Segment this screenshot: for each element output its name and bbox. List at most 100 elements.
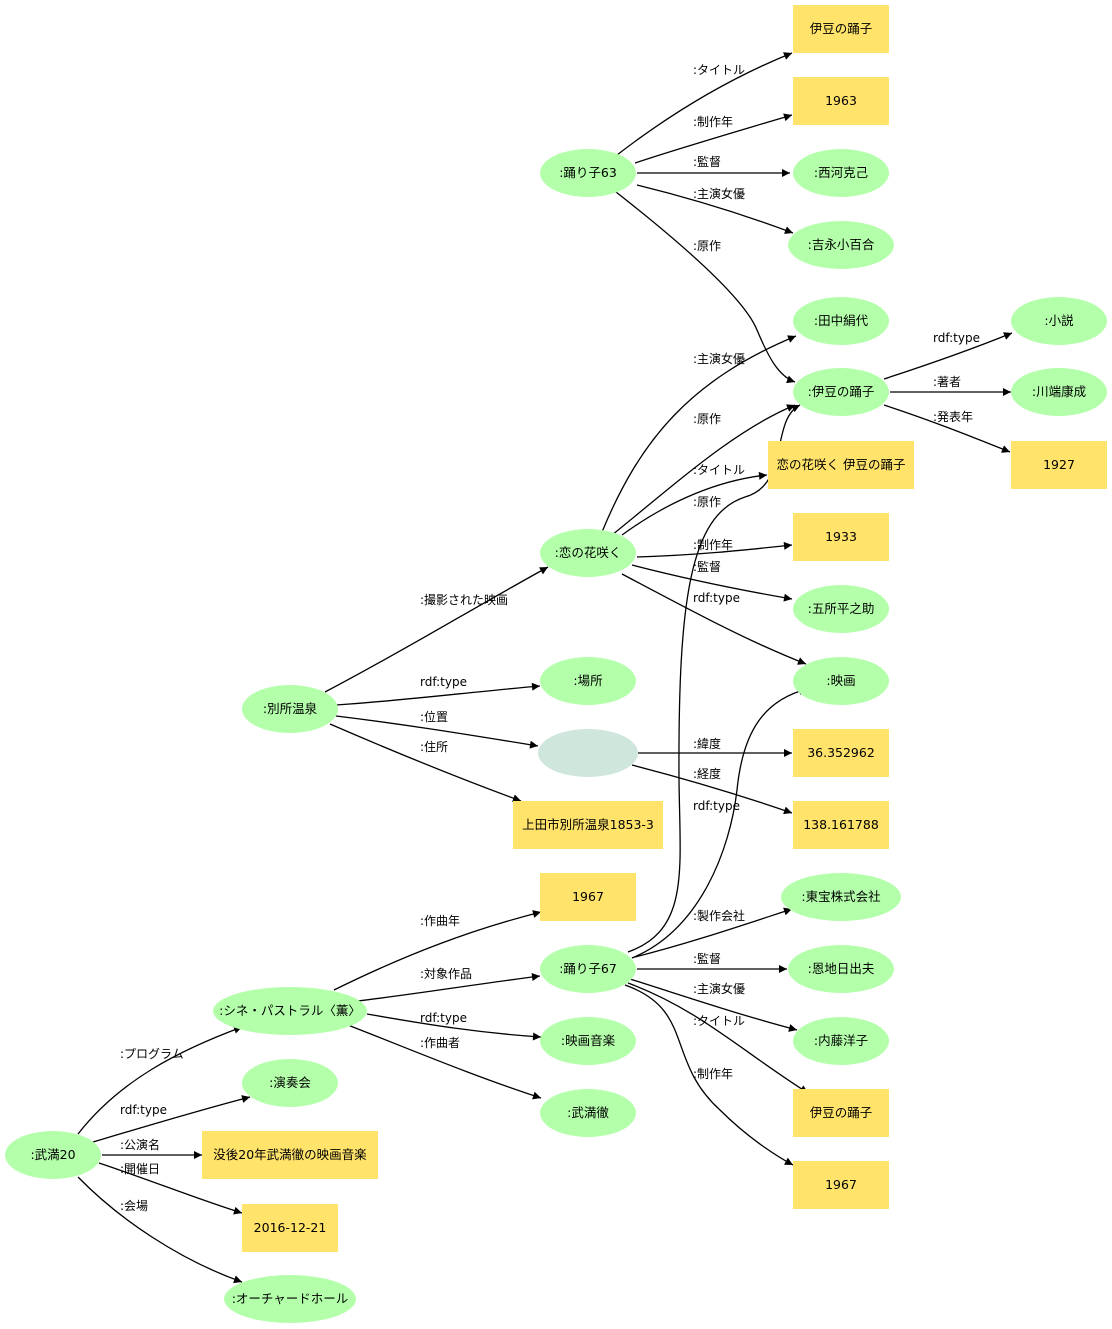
- edge: :経度: [631, 764, 793, 815]
- edge: :会場: [77, 1176, 243, 1284]
- edge: :制作年: [636, 538, 793, 558]
- node-label: :恩地日出夫: [808, 961, 875, 976]
- edge: :開催日: [98, 1162, 243, 1215]
- edge-label: :原作: [693, 412, 721, 426]
- edge: rdf:type: [631, 687, 808, 959]
- edge-label: :監督: [693, 154, 721, 169]
- edge-line: [615, 191, 796, 384]
- resource-ellipse: [788, 221, 894, 269]
- node-label: 138.161788: [803, 817, 879, 832]
- nodes-layer: :踊り子63伊豆の踊子1963:西河克己:吉永小百合:田中絹代:伊豆の踊子:小説…: [5, 5, 1107, 1323]
- edge-line: [333, 910, 542, 991]
- node-label: :別所温泉: [263, 701, 318, 716]
- edge-label: rdf:type: [420, 1011, 467, 1025]
- edge: :原作: [615, 191, 796, 384]
- edge-line: [611, 404, 796, 536]
- edge: :監督: [637, 154, 790, 177]
- literal-box: [768, 441, 914, 489]
- edge: rdf:type: [366, 1011, 542, 1041]
- node-gosho: :五所平之助: [793, 585, 889, 633]
- edge: :製作会社: [634, 907, 793, 958]
- edge: :監督: [631, 559, 793, 602]
- literal-box: [793, 77, 889, 125]
- node-lon: 138.161788: [793, 801, 889, 849]
- literal-box: [242, 1204, 338, 1252]
- node-onchi: :恩地日出夫: [788, 945, 894, 993]
- node-yoshinaga: :吉永小百合: [788, 221, 894, 269]
- node-izu_title67: 伊豆の踊子: [793, 1089, 889, 1137]
- edge-line: [77, 1176, 243, 1284]
- node-label: :伊豆の踊子: [808, 384, 875, 399]
- edge-line: [92, 1095, 251, 1143]
- node-koinohana_title: 恋の花咲く 伊豆の踊子: [768, 441, 914, 489]
- node-label: :川端康成: [1032, 384, 1086, 399]
- edge-label: :主演女優: [693, 351, 745, 366]
- edge-label: :著者: [933, 375, 961, 389]
- edge: :撮影された映画: [324, 566, 549, 693]
- edge-label: :作曲年: [420, 914, 460, 928]
- node-y1967a: 1967: [540, 873, 636, 921]
- node-takemitsu20: :武満20: [5, 1131, 101, 1179]
- edge-label: :制作年: [693, 115, 733, 129]
- node-label: :五所平之助: [808, 601, 875, 616]
- literal-box: [202, 1131, 378, 1179]
- resource-ellipse: [1011, 297, 1107, 345]
- edge: :住所: [329, 723, 522, 803]
- node-eigaongaku: :映画音楽: [540, 1017, 636, 1065]
- node-izu: :伊豆の踊子: [793, 368, 889, 416]
- node-y1927: 1927: [1011, 441, 1107, 489]
- node-label: :映画音楽: [561, 1033, 616, 1048]
- node-label: :踊り子63: [559, 165, 617, 180]
- edge-label: :原作: [693, 239, 721, 253]
- node-label: 恋の花咲く 伊豆の踊子: [777, 457, 906, 472]
- node-label: :踊り子67: [559, 961, 617, 976]
- edge-label: :開催日: [120, 1162, 160, 1176]
- node-label: 36.352962: [807, 745, 875, 760]
- edge-label: :緯度: [693, 736, 721, 751]
- edge: rdf:type: [883, 331, 1013, 380]
- edge-label: rdf:type: [693, 799, 740, 813]
- edge-label: :監督: [693, 559, 721, 574]
- edge: rdf:type: [92, 1095, 251, 1143]
- edge-line: [616, 52, 793, 156]
- literal-box: [793, 801, 889, 849]
- edge-line: [601, 335, 797, 533]
- node-label: :オーチャードホール: [232, 1291, 349, 1306]
- edge: :タイトル: [621, 463, 768, 536]
- node-address: 上田市別所温泉1853-3: [513, 801, 663, 849]
- node-label: 1927: [1043, 457, 1075, 472]
- node-label: :場所: [573, 673, 602, 688]
- node-label: 伊豆の踊子: [810, 21, 873, 36]
- edge-line: [624, 984, 794, 1166]
- edge-line: [636, 184, 794, 234]
- edge-line: [335, 682, 541, 706]
- node-label: :演奏会: [269, 1075, 311, 1090]
- node-bessho: :別所温泉: [242, 685, 338, 733]
- node-kawabata: :川端康成: [1011, 368, 1107, 416]
- edge-label: :製作会社: [693, 908, 745, 923]
- edge: :タイトル: [616, 52, 793, 156]
- literal-box: [793, 5, 889, 53]
- node-label: 2016-12-21: [254, 1220, 327, 1235]
- edge-label: :発表年: [933, 410, 973, 424]
- node-y1967b: 1967: [793, 1161, 889, 1209]
- edge-label: :主演女優: [693, 981, 745, 996]
- node-label: :武満20: [30, 1147, 75, 1162]
- node-label: 伊豆の踊子: [810, 1105, 873, 1120]
- edge: rdf:type: [621, 573, 807, 665]
- edge-label: :会場: [120, 1199, 148, 1213]
- node-label: :恋の花咲く: [555, 545, 622, 560]
- node-label: :シネ・パストラル〈薫〉: [219, 1003, 361, 1018]
- node-blank: [538, 729, 638, 777]
- edge-label: :タイトル: [693, 463, 745, 477]
- edge: :作曲年: [333, 910, 542, 991]
- edge: :対象作品: [356, 967, 541, 1002]
- edge: :主演女優: [601, 335, 797, 533]
- node-label: 1963: [825, 93, 857, 108]
- node-label: 1967: [572, 889, 604, 904]
- node-koinohana: :恋の花咲く: [540, 529, 636, 577]
- edge-label: rdf:type: [693, 591, 740, 605]
- edge-line: [883, 404, 1011, 453]
- node-label: :武満徹: [567, 1105, 609, 1120]
